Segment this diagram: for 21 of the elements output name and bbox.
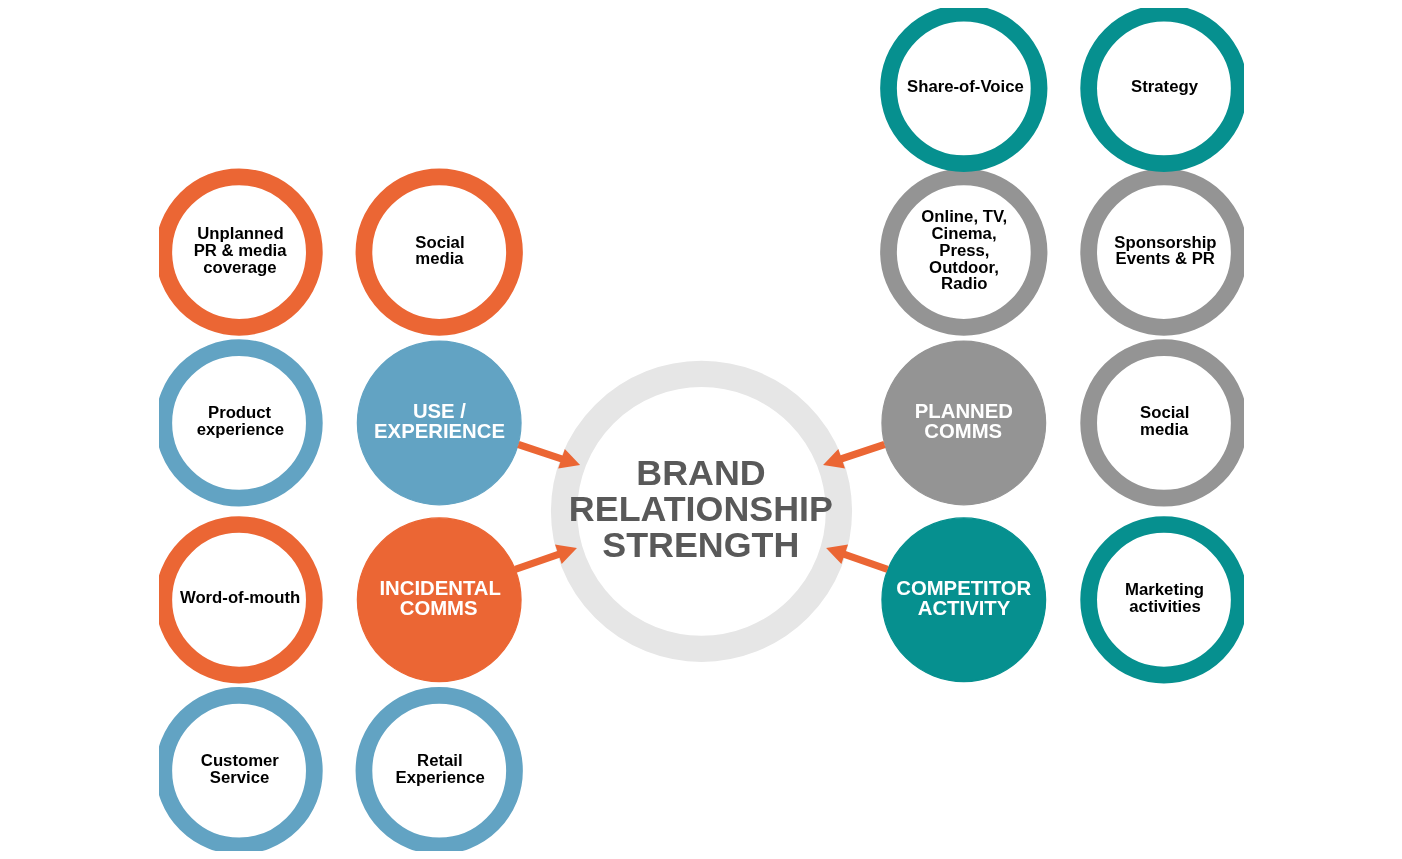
node-circle: PLANNED COMMS (880, 340, 1046, 506)
node-circle: Social media (355, 168, 523, 336)
node-circle: INCIDENTAL COMMS (356, 517, 522, 683)
arrow (825, 544, 889, 573)
arrow (513, 544, 577, 573)
node-circle: BRAND RELATIONSHIP STRENGTH (550, 360, 852, 662)
node-circle: Share-of-Voice (879, 8, 1047, 172)
node-circle: Unplanned PR & media coverage (158, 168, 323, 336)
node-circle: Online, TV, Cinema, Press, Outdoor, Radio (879, 168, 1047, 336)
node-circle: Sponsorship Events & PR (1079, 168, 1244, 336)
node-circle: Strategy (1079, 8, 1244, 172)
node-circle: COMPETITOR ACTIVITY (880, 517, 1046, 683)
node-circle: Word-of-mouth (158, 516, 323, 684)
arrow (822, 441, 886, 469)
node-circle: Customer Service (158, 687, 323, 851)
node-circle: Social media (1079, 339, 1244, 507)
node-circle: USE / EXPERIENCE (356, 340, 522, 506)
node-circle: Retail Experience (355, 687, 523, 851)
node-circle: Product experience (158, 339, 323, 507)
arrow (516, 441, 580, 469)
node-circle: Marketing activities (1079, 516, 1244, 684)
